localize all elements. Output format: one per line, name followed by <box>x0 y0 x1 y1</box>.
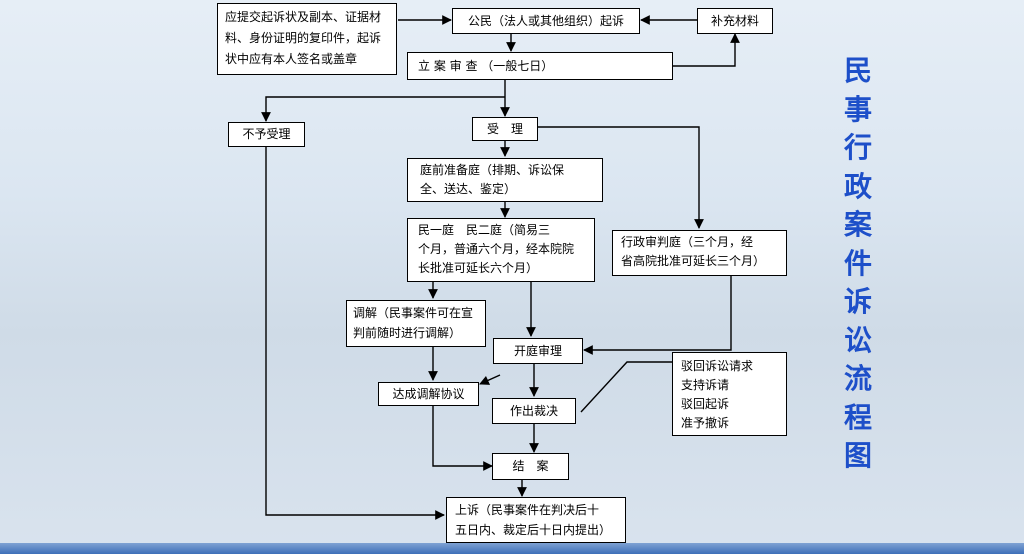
close-box: 结 案 <box>492 453 569 480</box>
admin-court-box: 行政审判庭（三个月，经 省高院批准可延长三个月） <box>612 230 787 276</box>
outcomes-box: 驳回诉讼请求 支持诉请 驳回起诉 准予撤诉 <box>672 352 787 436</box>
reject-box: 不予受理 <box>228 122 305 147</box>
mediation-box: 调解（民事案件可在宣 判前随时进行调解） <box>346 300 486 347</box>
materials-box: 应提交起诉状及副本、证据材 料、身份证明的复印件，起诉 状中应有本人签名或盖章 <box>217 3 397 75</box>
appeal-box: 上诉（民事案件在判决后十 五日内、裁定后十日内提出） <box>446 497 626 543</box>
supplement-box: 补充材料 <box>697 8 773 34</box>
line-outcomes-judgment <box>580 361 672 413</box>
civil-courts-box: 民一庭 民二庭（简易三 个月，普通六个月，经本院院 长批准可延长六个月） <box>407 218 595 282</box>
arrow-split-reject <box>261 96 505 122</box>
arrow-trial-agreement <box>479 374 501 385</box>
footer-bar <box>0 543 1024 554</box>
arrow-agreement-close <box>432 405 493 471</box>
trial-box: 开庭审理 <box>493 338 583 364</box>
page-title: 民事行政案件诉讼流程图 <box>843 54 872 472</box>
citizen-box: 公民（法人或其他组织）起诉 <box>452 8 640 34</box>
arrow-filing-supplement <box>672 33 740 67</box>
mediation-agreement-box: 达成调解协议 <box>378 382 479 406</box>
arrow-reject-appeal <box>265 147 445 520</box>
arrow-admin-trial <box>583 276 732 355</box>
pretrial-box: 庭前准备庭（排期、诉讼保 全、送达、鉴定） <box>407 158 603 202</box>
judgment-box: 作出裁决 <box>492 398 576 424</box>
filing-review-box: 立 案 审 查 （一般七日） <box>407 52 673 80</box>
accept-box: 受 理 <box>472 117 538 141</box>
arrow-accept-admin <box>538 126 704 229</box>
